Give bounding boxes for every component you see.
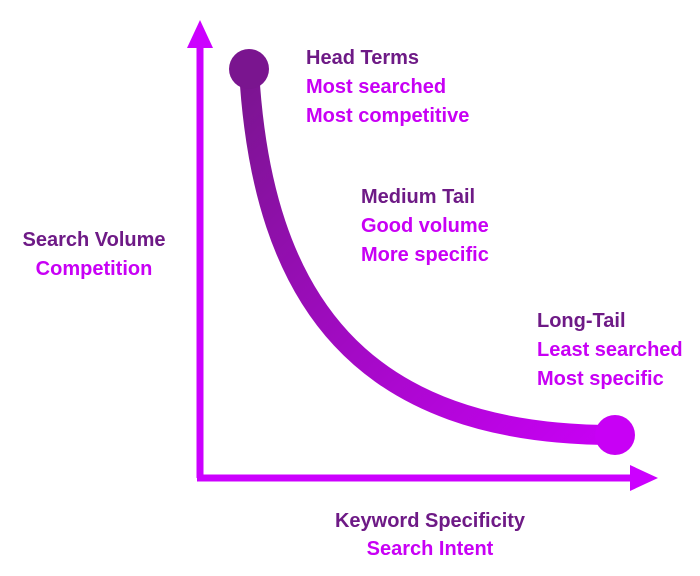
x-axis-subtitle: Search Intent bbox=[366, 538, 494, 560]
long-tail-point bbox=[595, 415, 635, 455]
long-tail-line1: Least searched bbox=[537, 339, 683, 361]
x-axis-arrowhead bbox=[630, 465, 658, 491]
y-axis-title: Search Volume bbox=[22, 229, 166, 251]
long-tail-curve bbox=[239, 60, 625, 445]
long-tail-title: Long-Tail bbox=[537, 310, 626, 332]
head-terms-title: Head Terms bbox=[306, 47, 420, 69]
y-axis-arrowhead bbox=[187, 20, 213, 48]
medium-tail-line2: More specific bbox=[361, 244, 489, 266]
medium-tail-title: Medium Tail bbox=[361, 186, 476, 208]
long-tail-line2: Most specific bbox=[537, 368, 664, 390]
head-terms-line1: Most searched bbox=[306, 76, 447, 98]
medium-tail-line1: Good volume bbox=[361, 215, 489, 237]
y-axis-subtitle: Competition bbox=[35, 258, 153, 280]
head-terms-point bbox=[229, 49, 269, 89]
head-terms-line2: Most competitive bbox=[306, 105, 470, 127]
x-axis-title: Keyword Specificity bbox=[334, 510, 526, 532]
